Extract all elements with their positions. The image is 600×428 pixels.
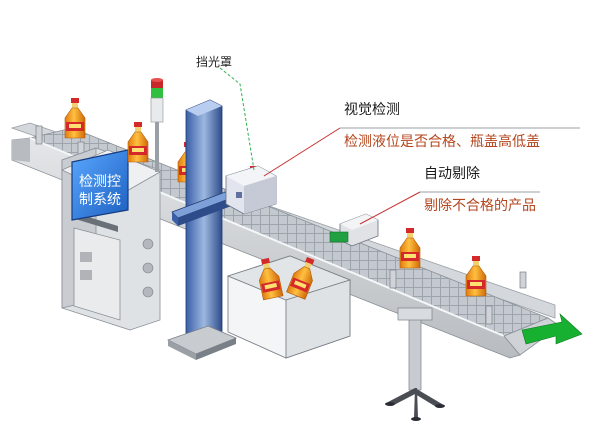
control-screen: 检测控 制系统: [71, 149, 129, 221]
tower-light-icon: [150, 78, 164, 172]
callout-lines: [219, 67, 580, 225]
reject-pusher-icon: [329, 213, 379, 247]
vision-leader: [263, 127, 341, 177]
flow-arrow-icon: [521, 313, 583, 345]
shield-leader: [219, 67, 255, 171]
control-screen-line2: 制系统: [79, 192, 121, 208]
reject-bin: [226, 254, 352, 359]
control-screen-line1: 检测控: [79, 174, 121, 190]
vision-camera-icon: [225, 165, 277, 215]
shield-label: 挡光罩: [196, 55, 232, 69]
reject-desc: 剔除不合格的产品: [424, 198, 536, 214]
vision-desc: 检测液位是否合格、瓶盖高低盖: [344, 133, 540, 150]
reject-title: 自动剔除: [424, 166, 480, 182]
conveyor-stand: [385, 307, 445, 421]
reject-leader: [359, 191, 421, 225]
vision-title: 视觉检测: [344, 102, 400, 118]
